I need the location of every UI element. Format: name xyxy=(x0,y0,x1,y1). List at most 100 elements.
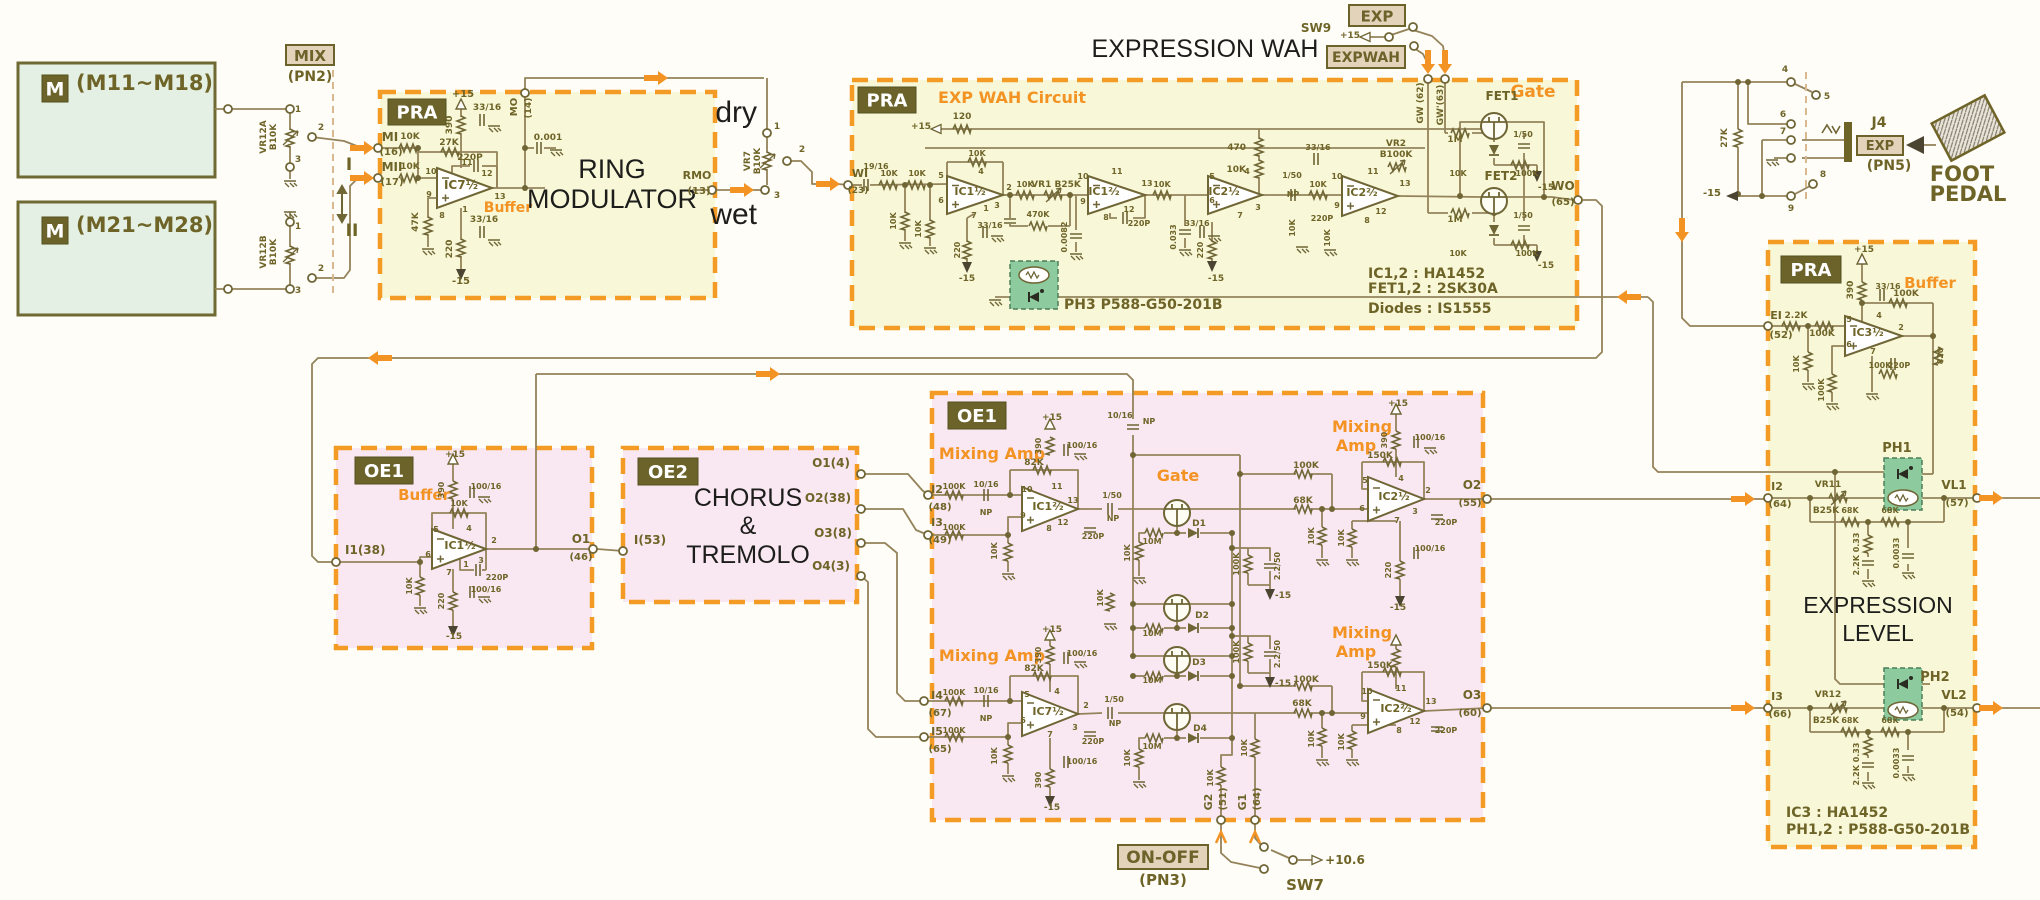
terminal xyxy=(307,273,317,283)
label-6: 6 xyxy=(938,196,944,205)
label-100k: 100K xyxy=(1809,329,1836,339)
fet-fet2 xyxy=(1163,594,1191,622)
label--15: -15 xyxy=(1538,261,1554,271)
resistor xyxy=(1825,373,1839,393)
badge-label: OE1 xyxy=(957,406,997,427)
terminal xyxy=(285,217,295,227)
label-220: 220 xyxy=(445,240,455,259)
badge-exp: EXP xyxy=(1856,135,1904,156)
label-9: 9 xyxy=(1788,204,1794,214)
label-12: 12 xyxy=(1123,205,1134,214)
label-13: 13 xyxy=(1425,697,1436,706)
label-5: 5 xyxy=(938,171,944,180)
capacitor xyxy=(983,695,989,707)
label-5: 5 xyxy=(1024,690,1030,699)
minus15-arrow xyxy=(1207,261,1217,272)
label-+15: +15 xyxy=(445,450,465,460)
label-100k: 100K xyxy=(1893,289,1920,299)
resistor xyxy=(1293,502,1313,516)
label-7: 7 xyxy=(446,568,452,577)
wire xyxy=(1834,472,1884,685)
junction-dot xyxy=(1229,625,1235,631)
flow-arrow xyxy=(1421,50,1435,74)
label-100k: 100K xyxy=(943,688,967,697)
junction-dot xyxy=(1174,673,1180,679)
wire xyxy=(1459,121,1481,196)
flow-arrow xyxy=(756,367,780,381)
resistor xyxy=(1315,727,1329,747)
label-+10-6: +10.6 xyxy=(1325,853,1365,867)
label-b100k: B100K xyxy=(1380,150,1414,160)
label-6: 6 xyxy=(425,550,431,559)
label-7: 7 xyxy=(1237,211,1243,220)
wire xyxy=(1361,462,1368,490)
resistor xyxy=(1450,206,1470,220)
label-ic1-: IC1½ xyxy=(954,185,985,198)
label-10k: 10K xyxy=(400,132,421,142)
terminal xyxy=(588,544,598,554)
terminal xyxy=(1216,815,1226,825)
label-mixing: Mixing xyxy=(1332,623,1392,642)
plus15-arrow xyxy=(1855,252,1869,265)
resistor xyxy=(1880,515,1900,529)
resistor xyxy=(1840,515,1860,529)
label-10k: 10K xyxy=(990,542,999,560)
label-33-16: 33/16 xyxy=(1875,282,1901,291)
label-amp: Amp xyxy=(1336,642,1377,661)
label-12: 12 xyxy=(1409,717,1420,726)
label-wi: WI xyxy=(852,167,868,180)
fet-fet4 xyxy=(1163,703,1191,731)
label-10k: 10K xyxy=(908,169,926,178)
components-layer xyxy=(223,22,2007,874)
wire xyxy=(1270,849,1290,859)
junction-dot xyxy=(1319,506,1325,512)
terminal xyxy=(919,732,929,742)
flow-arrow xyxy=(1675,218,1689,242)
label-100-16: 100/16 xyxy=(1415,544,1446,553)
junction-dot xyxy=(1745,79,1751,85)
label-mixing-amp: Mixing Amp xyxy=(939,646,1045,665)
label-ic1-2-ha1452: IC1,2 : HA1452 xyxy=(1368,266,1485,282)
badges-layer: MIXMMPRAPRAPRAOE1OE1OE2EXPEXPWAHEXPON-OF… xyxy=(41,4,1904,870)
label-9: 9 xyxy=(1360,712,1366,721)
label-wet: wet xyxy=(709,198,757,231)
capacitor xyxy=(1902,553,1914,559)
label--55-: (55) xyxy=(1458,498,1481,509)
label-+15: +15 xyxy=(1042,625,1062,635)
capacitor xyxy=(1264,651,1276,657)
terminal xyxy=(1786,135,1796,145)
label-100k: 100K xyxy=(1516,169,1540,178)
label-ic7-: IC7½ xyxy=(1032,705,1063,718)
label-o1: O1 xyxy=(572,532,591,546)
label-2: 2 xyxy=(1898,323,1904,332)
label-11: 11 xyxy=(461,158,473,167)
label-10: 10 xyxy=(1331,172,1343,181)
flow-arrow xyxy=(350,171,374,185)
label-d4: D4 xyxy=(1193,724,1207,734)
terminal xyxy=(520,88,530,98)
label-1: 1 xyxy=(295,222,301,232)
label-d1: D1 xyxy=(1192,519,1206,529)
ground-symbol xyxy=(1902,572,1916,580)
opamp xyxy=(1844,314,1906,358)
terminal xyxy=(762,128,772,138)
label-buffer: Buffer xyxy=(1904,274,1956,292)
label-13: 13 xyxy=(1399,179,1410,188)
resistor xyxy=(1308,188,1328,202)
terminal xyxy=(1786,119,1796,129)
label-gate: Gate xyxy=(1157,466,1200,485)
junction-dot xyxy=(415,145,421,151)
label--15: -15 xyxy=(1208,274,1224,284)
resistor xyxy=(1510,158,1530,172)
ground-symbol xyxy=(478,596,492,604)
badge-expwah: EXPWAH xyxy=(1326,45,1406,69)
terminal xyxy=(923,490,933,500)
junction-dot xyxy=(1237,683,1243,689)
label-12: 12 xyxy=(1057,518,1068,527)
wire xyxy=(1133,195,1146,219)
label-foot: FOOT xyxy=(1930,162,1995,186)
label-11: 11 xyxy=(1111,167,1123,176)
label-g2: G2 xyxy=(1202,794,1215,811)
capacitor xyxy=(1063,444,1069,456)
label-fet1: FET1 xyxy=(1486,89,1519,103)
